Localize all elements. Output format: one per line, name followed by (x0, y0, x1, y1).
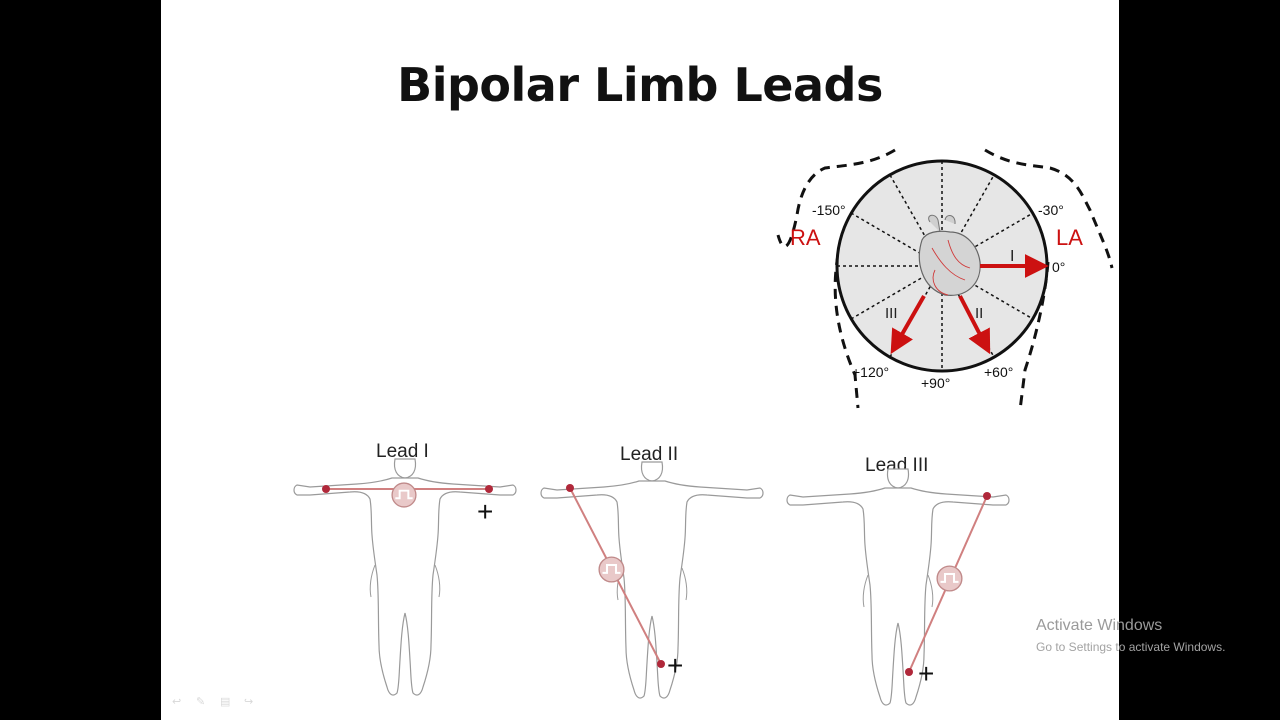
angle-plus120: +120° (852, 364, 889, 380)
plus-sign: + (918, 658, 934, 689)
lead2-arrow (958, 295, 991, 355)
angle-plus60: +60° (984, 364, 1013, 380)
lead2-figure: Lead II + (540, 444, 764, 699)
torso-outline-right (984, 148, 1114, 269)
angle-minus150: -150° (812, 202, 846, 218)
angle-minus30: -30° (1038, 202, 1064, 218)
angle-zero: 0° (1052, 259, 1065, 275)
slideshow-toolbar: ↩ ✎ ▤ ↪ (172, 696, 258, 708)
lead2-label: Lead II (620, 444, 678, 465)
electrode-left-leg (905, 668, 913, 676)
torso-side-left (833, 254, 860, 409)
galvanometer-icon (936, 565, 963, 592)
back-arrow-icon[interactable]: ↩ (172, 696, 182, 708)
slide-title: Bipolar Limb Leads (397, 58, 883, 112)
body-outline (786, 468, 1010, 706)
electrode-left-leg (657, 660, 665, 668)
plus-sign: + (667, 650, 683, 681)
heart-icon (918, 214, 981, 296)
hexaxial-diagram: I II III RA LA -150° -30° 0° +60° +90° +… (776, 148, 1114, 411)
forward-arrow-icon[interactable]: ↪ (244, 696, 254, 708)
menu-icon[interactable]: ▤ (220, 696, 231, 708)
torso-side-right (1018, 261, 1050, 411)
lead1-figure: Lead I + (293, 441, 517, 696)
pen-icon[interactable]: ✎ (196, 696, 206, 708)
torso-outline-left (776, 148, 896, 248)
electrode-right-arm (322, 485, 330, 493)
galvanometer-icon (391, 482, 417, 508)
plus-sign: + (477, 496, 493, 527)
activation-watermark-subtitle: Go to Settings to activate Windows. (1036, 640, 1226, 654)
lead3-label: Lead III (865, 455, 928, 476)
electrode-right-arm (566, 484, 574, 492)
lead3-arrow-label: III (885, 305, 898, 322)
lead1-label: Lead I (376, 441, 429, 462)
angle-plus90: +90° (921, 375, 950, 391)
activation-watermark-title: Activate Windows (1036, 617, 1163, 634)
ra-label: RA (790, 225, 821, 250)
electrode-left-arm (983, 492, 991, 500)
lead1-arrow-label: I (1010, 248, 1014, 265)
lead2-arrow-label: II (975, 305, 983, 322)
electrode-left-arm (485, 485, 493, 493)
lead3-figure: Lead III + (786, 455, 1010, 706)
lead3-arrow (890, 295, 926, 355)
la-label: LA (1056, 225, 1083, 250)
galvanometer-icon (598, 556, 625, 583)
